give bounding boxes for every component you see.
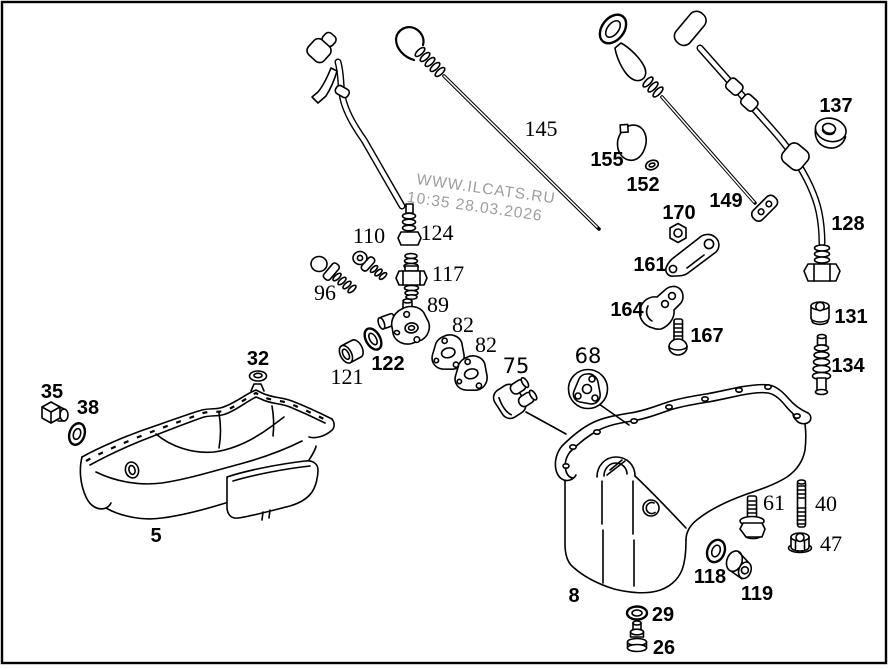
seal-122-drawing bbox=[363, 327, 383, 351]
part-label-122: 122 bbox=[371, 353, 404, 375]
part-label-131: 131 bbox=[834, 306, 867, 328]
guide-tube-left-drawing bbox=[306, 31, 406, 210]
part-label-128: 128 bbox=[831, 213, 864, 235]
part-label-118: 118 bbox=[694, 566, 726, 588]
gasket-82-drawing bbox=[431, 334, 465, 370]
part-label-124: 124 bbox=[421, 220, 454, 245]
nut-47-drawing bbox=[787, 532, 813, 554]
part-label-47: 47 bbox=[820, 531, 842, 556]
grommet-137-drawing bbox=[814, 117, 847, 149]
part-label-38: 38 bbox=[77, 397, 99, 419]
nut-170-drawing bbox=[669, 222, 687, 244]
seal-118-drawing bbox=[705, 538, 727, 564]
part-label-149: 149 bbox=[709, 190, 742, 212]
part-label-29: 29 bbox=[652, 604, 674, 626]
part-label-35: 35 bbox=[41, 381, 63, 403]
oil-pan-5-drawing bbox=[79, 383, 335, 521]
plug-26-drawing bbox=[626, 620, 648, 653]
clamp-164-drawing bbox=[638, 285, 684, 330]
part-label-82b: 82 bbox=[475, 332, 497, 357]
washer-29-drawing bbox=[625, 605, 649, 621]
part-label-152: 152 bbox=[626, 174, 659, 196]
part-label-117: 117 bbox=[432, 261, 464, 286]
part-label-8: 8 bbox=[568, 585, 579, 607]
valve-117-drawing bbox=[395, 252, 428, 300]
part-label-119: 119 bbox=[741, 583, 773, 605]
valve-body-89-drawing bbox=[377, 298, 431, 345]
part-label-155: 155 bbox=[590, 149, 623, 171]
part-label-68: 68 bbox=[575, 344, 602, 368]
part-label-96: 96 bbox=[314, 280, 336, 305]
bolt-110-drawing bbox=[352, 250, 388, 281]
part-label-32: 32 bbox=[247, 348, 269, 370]
part-label-75: 75 bbox=[503, 354, 530, 378]
part-label-134: 134 bbox=[831, 355, 865, 377]
part-label-40: 40 bbox=[815, 491, 837, 516]
seal-32-drawing bbox=[248, 370, 268, 382]
guide-tube-128-drawing bbox=[673, 10, 841, 282]
plug-121-drawing bbox=[338, 339, 364, 364]
bolt-96-drawing bbox=[310, 255, 357, 294]
bracket-75-drawing bbox=[492, 376, 567, 435]
oil-pan-8-drawing bbox=[554, 383, 812, 594]
part-label-164: 164 bbox=[610, 299, 644, 321]
plug-119-drawing bbox=[725, 550, 753, 580]
part-label-26: 26 bbox=[653, 637, 675, 659]
part-label-145: 145 bbox=[525, 116, 558, 141]
dipstick-149-drawing bbox=[598, 13, 779, 222]
flange-68-drawing bbox=[567, 368, 630, 426]
seal-38-drawing bbox=[67, 422, 87, 446]
stud-40-drawing bbox=[796, 479, 807, 528]
nut-131-drawing bbox=[810, 301, 830, 326]
drain-plug-35-drawing bbox=[41, 401, 69, 424]
part-label-5: 5 bbox=[150, 525, 161, 547]
fitting-124-drawing bbox=[397, 203, 422, 246]
dipstick-145-drawing bbox=[394, 26, 601, 231]
part-label-61: 61 bbox=[763, 490, 785, 515]
fitting-134-drawing bbox=[811, 333, 832, 396]
part-label-137: 137 bbox=[819, 95, 852, 117]
part-label-121: 121 bbox=[331, 364, 364, 389]
part-label-89: 89 bbox=[427, 292, 449, 317]
bracket-161-drawing bbox=[665, 233, 720, 277]
bolt-167-drawing bbox=[668, 318, 688, 356]
part-label-167: 167 bbox=[690, 325, 723, 347]
part-label-161: 161 bbox=[633, 254, 666, 276]
part-labels: 145 110 124 117 96 89 82 82 121 61 40 47… bbox=[41, 95, 868, 659]
part-label-82a: 82 bbox=[452, 312, 474, 337]
cap-155-drawing bbox=[616, 123, 647, 162]
part-label-110: 110 bbox=[353, 223, 385, 248]
part-label-170: 170 bbox=[662, 202, 695, 224]
seal-152-drawing bbox=[644, 159, 660, 171]
bolt-61-drawing bbox=[739, 495, 766, 540]
